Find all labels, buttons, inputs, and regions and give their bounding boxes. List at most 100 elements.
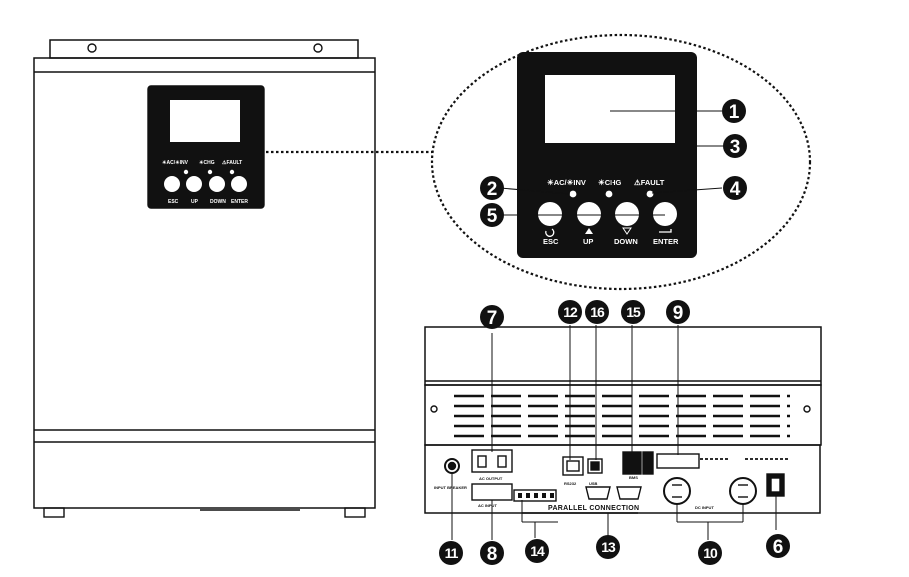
vent-slots: [454, 394, 790, 438]
leader-2: [499, 187, 571, 195]
zoom-button-up[interactable]: [577, 202, 601, 226]
front-foot-left: [43, 507, 65, 518]
zoom-lcd-screen: [545, 75, 675, 143]
callout-14: 14: [525, 539, 549, 563]
callout-number: 12: [563, 304, 578, 320]
zoom-led-label-chg: ☀CHG: [598, 178, 622, 187]
pin-d: [542, 493, 546, 498]
front-foot-right: [344, 507, 366, 518]
callout-16: 16: [585, 300, 609, 324]
rear-top-section: [424, 326, 822, 386]
callout-number: 7: [487, 308, 498, 329]
bms-terminal-2: [642, 451, 654, 475]
dc-input-terminal-left[interactable]: [663, 477, 691, 505]
callout-7: 7: [480, 305, 504, 329]
dry-contact-slot[interactable]: [656, 453, 700, 469]
bms-label: BMS: [629, 475, 638, 480]
ac-output-pin-1: [477, 455, 487, 468]
front-led-ac-inv: [183, 169, 189, 175]
pin-c: [534, 493, 538, 498]
front-button-up-label: UP: [191, 199, 199, 205]
callout-5: 5: [480, 203, 504, 227]
front-button-esc[interactable]: [164, 176, 180, 192]
front-housing: [33, 57, 376, 509]
up-triangle-icon: [585, 228, 593, 234]
callout-2: 2: [480, 176, 504, 200]
zoom-button-enter[interactable]: [653, 202, 677, 226]
callout-badge-circle: [480, 541, 504, 565]
callout-number: 15: [626, 304, 641, 320]
rs232-label: RS232: [564, 481, 577, 486]
callout-number: 8: [487, 544, 498, 565]
zoom-ellipse: [430, 33, 812, 291]
callout-number: 9: [673, 303, 684, 324]
callout-badge-circle: [480, 305, 504, 329]
ac-output-label: AC OUTPUT: [479, 476, 503, 481]
callout-15: 15: [621, 300, 645, 324]
zoom-button-up-label: UP: [583, 237, 593, 246]
parallel-terminal-pins: [518, 493, 554, 498]
callout-badge-circle: [698, 541, 722, 565]
callout-number: 2: [487, 179, 498, 200]
leader-4: [651, 187, 723, 194]
bracket-hole-right: [313, 43, 323, 53]
zoom-button-esc[interactable]: [538, 202, 562, 226]
front-button-down[interactable]: [209, 176, 225, 192]
inverter-front-view: ☀AC/☀INV ☀CHG ⚠FAULT ESC UP DOWN ENTER: [33, 39, 376, 518]
callout-badge-circle: [585, 300, 609, 324]
callout-11: 11: [439, 541, 463, 565]
front-led-fault: [229, 169, 235, 175]
rs232-port[interactable]: [562, 456, 584, 476]
bracket-hole-left: [87, 43, 97, 53]
return-icon: [545, 228, 555, 237]
zoom-button-down[interactable]: [615, 202, 639, 226]
front-led-label-chg: ☀CHG: [199, 160, 215, 166]
parallel-port-right[interactable]: [616, 486, 642, 500]
usb-port[interactable]: [587, 458, 603, 474]
front-lcd-screen: [170, 100, 240, 142]
front-button-up[interactable]: [186, 176, 202, 192]
parallel-terminal-block[interactable]: [513, 489, 557, 502]
callout-number: 6: [773, 537, 784, 558]
callout-badge-circle: [596, 535, 620, 559]
callout-number: 16: [590, 304, 605, 320]
callout-number: 3: [730, 137, 741, 158]
parallel-connection-label: PARALLEL CONNECTION: [548, 505, 639, 512]
callout-9: 9: [666, 300, 690, 324]
dc-input-terminal-right[interactable]: [729, 477, 757, 505]
callout-12: 12: [558, 300, 582, 324]
callout-6: 6: [766, 534, 790, 558]
front-button-down-label: DOWN: [210, 199, 226, 205]
parallel-port-left[interactable]: [585, 486, 611, 500]
zoom-led-label-fault: ⚠FAULT: [634, 178, 665, 187]
zoom-button-esc-label: ESC: [543, 237, 559, 246]
callout-1: 1: [722, 99, 746, 123]
front-button-enter[interactable]: [231, 176, 247, 192]
zoom-led-label-ac-inv: ☀AC/☀INV: [547, 178, 586, 187]
callout-10: 10: [698, 541, 722, 565]
power-switch-rocker: [770, 477, 781, 493]
zoom-button-down-label: DOWN: [614, 237, 638, 246]
callout-badge-circle: [525, 539, 549, 563]
callout-number: 11: [445, 545, 459, 561]
callout-badge-circle: [722, 99, 746, 123]
input-breaker-label: INPUT BREAKER: [434, 485, 467, 490]
ac-input-terminal[interactable]: [471, 483, 513, 501]
bms-terminal[interactable]: [622, 451, 642, 475]
callout-8: 8: [480, 541, 504, 565]
callout-badge-circle: [439, 541, 463, 565]
inverter-rear-view: INPUT BREAKER AC OUTPUT AC INPUT RS232 U…: [424, 326, 822, 514]
usb-label: USB: [589, 481, 598, 486]
pin-b: [526, 493, 530, 498]
zoom-led-ac-inv: [569, 190, 577, 198]
zoomed-control-panel: ☀AC/☀INV ☀CHG ⚠FAULT ESC UP DOWN ENTER: [517, 52, 697, 258]
enter-icon: [659, 229, 672, 233]
callout-13: 13: [596, 535, 620, 559]
front-button-esc-label: ESC: [168, 199, 179, 205]
ac-input-label: AC INPUT: [478, 503, 497, 508]
usb-port-inner: [590, 461, 600, 471]
callout-badge-circle: [723, 176, 747, 200]
pin-e: [550, 493, 554, 498]
down-triangle-icon: [622, 227, 632, 235]
